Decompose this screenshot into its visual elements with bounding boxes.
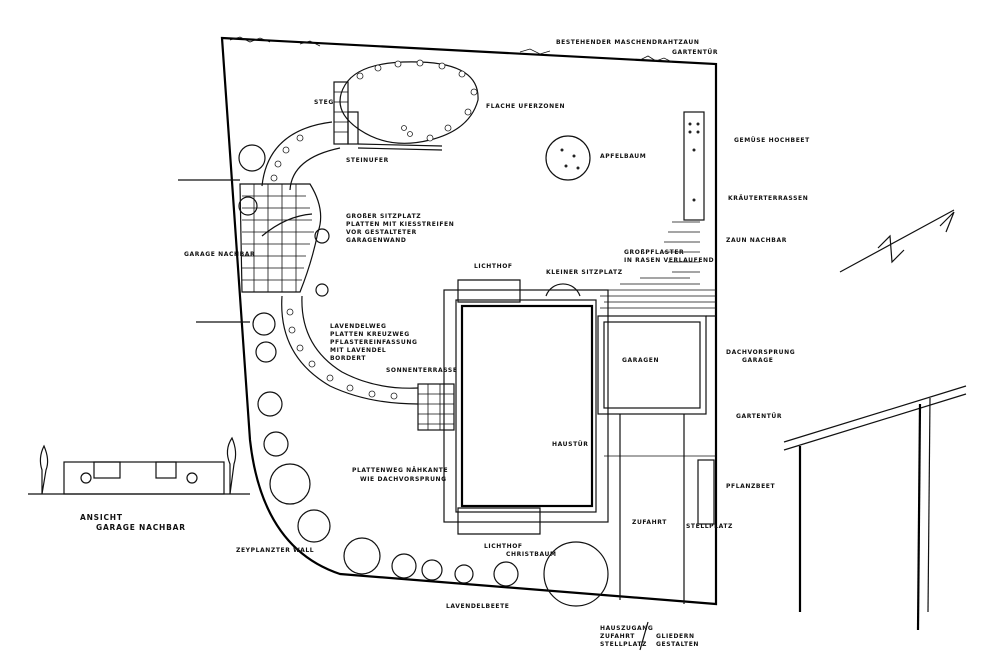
label-large-seating-4: GARAGENWAND — [346, 237, 406, 244]
label-large-paving-2: IN RASEN VERLAUFEND — [624, 257, 714, 264]
house — [443, 289, 609, 523]
label-parking: STELLPLATZ — [686, 523, 733, 530]
label-paved-walk-2: WIE DACHVORSPRUNG — [360, 476, 447, 483]
property-boundary — [220, 36, 718, 606]
label-planted-wall: ZEYPLANZTER WALL — [236, 547, 314, 554]
pond-stones — [356, 59, 478, 142]
label-lavender-path-3: PFLASTEREINFASSUNG — [330, 339, 418, 346]
label-lavender-path-2: PLATTEN KREUZWEG — [330, 331, 410, 338]
lavender-path — [281, 295, 419, 405]
elevation-sketch — [28, 436, 250, 495]
label-sun-terrace: SONNENTERRASSE — [386, 367, 458, 374]
label-vegetable-bed: GEMÜSE HOCHBEET — [734, 137, 810, 144]
legend-line-3: STELLPLATZ — [600, 641, 647, 648]
legend-divider — [639, 621, 649, 651]
label-front-door: HAUSTÜR — [552, 441, 588, 448]
label-apple-tree: APFELBAUM — [600, 153, 646, 160]
lavender-path-stones — [286, 308, 398, 400]
small-seating-area — [545, 283, 581, 297]
label-garages: GARAGEN — [622, 357, 659, 364]
label-gate-top: GARTENTÜR — [672, 49, 718, 56]
label-large-seating-2: PLATTEN MIT KIESSTREIFEN — [346, 221, 454, 228]
label-roof-overhang-1: DACHVORSPRUNG — [726, 349, 795, 356]
sun-terrace — [417, 383, 455, 431]
north-arrow — [839, 209, 955, 273]
large-paving — [600, 277, 716, 309]
label-lightwell-bottom: LICHTHOF — [484, 543, 523, 550]
label-large-paving-1: GROßPFLASTER — [624, 249, 684, 256]
label-neighbor-garage: GARAGE NACHBAR — [184, 251, 255, 258]
garage — [597, 315, 716, 415]
apple-tree — [545, 135, 591, 181]
label-stone-shore: STEINUFER — [346, 157, 389, 164]
fence-top — [229, 36, 673, 63]
legend-line-1: HAUSZUGANG — [600, 625, 653, 632]
lightwell-bottom — [457, 507, 541, 535]
legend-line-2: ZUFAHRT — [600, 633, 635, 640]
large-seating-area — [239, 183, 330, 293]
label-gate-right: GARTENTÜR — [736, 413, 782, 420]
label-elevation-2: GARAGE NACHBAR — [96, 523, 186, 532]
label-planting-bed: PFLANZBEET — [726, 483, 776, 490]
herb-terraces — [664, 221, 700, 273]
pergola-sketch — [783, 385, 967, 631]
label-large-seating-1: GROßER SITZPLATZ — [346, 213, 421, 220]
label-lavender-path-4: MIT LAVENDEL — [330, 347, 386, 354]
planting-bed — [697, 459, 715, 525]
label-elevation-1: ANSICHT — [80, 513, 123, 522]
label-boardwalk: STEG — [314, 99, 334, 106]
label-lightwell-top: LICHTHOF — [474, 263, 513, 270]
label-small-seating: KLEINER SITZPLATZ — [546, 269, 623, 276]
label-herb-terraces: KRÄUTERTERRASSEN — [728, 195, 808, 202]
legend-line-5: GESTALTEN — [656, 641, 699, 648]
label-shallow-shore: FLACHE UFERZONEN — [486, 103, 565, 110]
label-roof-overhang-2: GARAGE — [742, 357, 773, 364]
label-paved-walk-1: PLATTENWEG NÄHKANTE — [352, 467, 448, 474]
driveway — [604, 414, 716, 604]
pond — [339, 61, 479, 144]
label-lavender-path-5: BORDERT — [330, 355, 366, 362]
label-neighbor-fence: ZAUN NACHBAR — [726, 237, 787, 244]
boardwalk — [333, 81, 443, 151]
label-lavender-path-1: LAVENDELWEG — [330, 323, 387, 330]
raised-vegetable-bed — [683, 111, 705, 221]
label-christmas-tree: CHRISTBAUM — [506, 551, 557, 558]
label-large-seating-3: VOR GESTALTETER — [346, 229, 417, 236]
boundary-trees — [238, 144, 609, 607]
path-stones-north — [270, 134, 304, 182]
label-driveway: ZUFAHRT — [632, 519, 667, 526]
label-lavender-beds: LAVENDELBEETE — [446, 603, 510, 610]
label-fence-top: BESTEHENDER MASCHENDRAHTZAUN — [556, 39, 699, 46]
lightwell-top — [457, 279, 521, 303]
legend-line-4: GLIEDERN — [656, 633, 695, 640]
